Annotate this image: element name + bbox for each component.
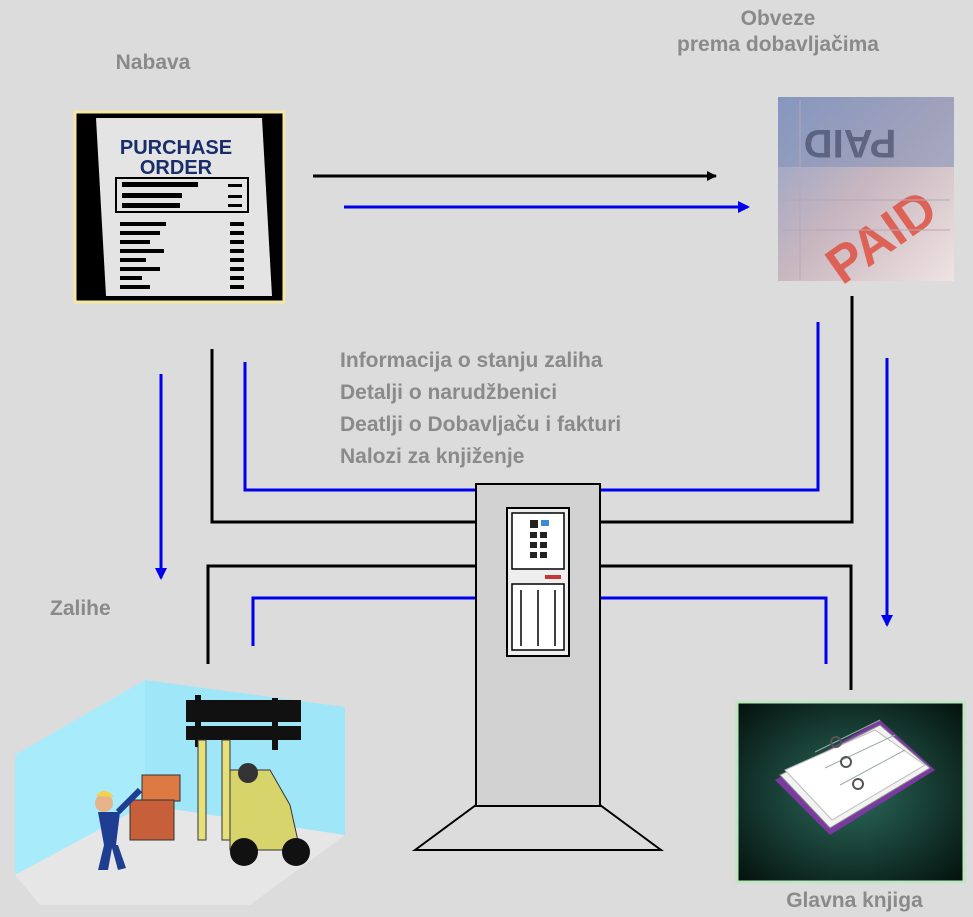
info-item: Nalozi za knjiženje — [340, 445, 525, 468]
label-obveze-line1: Obveze — [740, 7, 816, 30]
server-tower-icon — [411, 483, 665, 851]
purchase-order-line2: ORDER — [140, 157, 213, 179]
label-glavna-knjiga: Glavna knjiga — [786, 889, 923, 912]
ledger-book-image — [735, 700, 966, 884]
purchase-order-line1: PURCHASE — [120, 137, 232, 159]
label-nabava: Nabava — [115, 51, 191, 74]
info-item: Detalji o narudžbenici — [340, 381, 558, 404]
paid-stamp-image: PAID PAID — [778, 97, 954, 296]
info-item: Deatlji o Dobavljaču i fakturi — [340, 413, 622, 436]
label-zalihe: Zalihe — [50, 597, 111, 620]
info-list: Informacija o stanju zaliha Detalji o na… — [340, 345, 621, 473]
svg-text:PAID: PAID — [804, 121, 897, 165]
label-obveze: Obveze prema dobavljačima — [628, 6, 928, 58]
purchase-order-image: PURCHASE ORDER — [73, 110, 286, 304]
label-obveze-line2: prema dobavljačima — [677, 33, 879, 56]
info-item: Informacija o stanju zaliha — [340, 349, 603, 372]
warehouse-forklift-image — [15, 680, 345, 905]
